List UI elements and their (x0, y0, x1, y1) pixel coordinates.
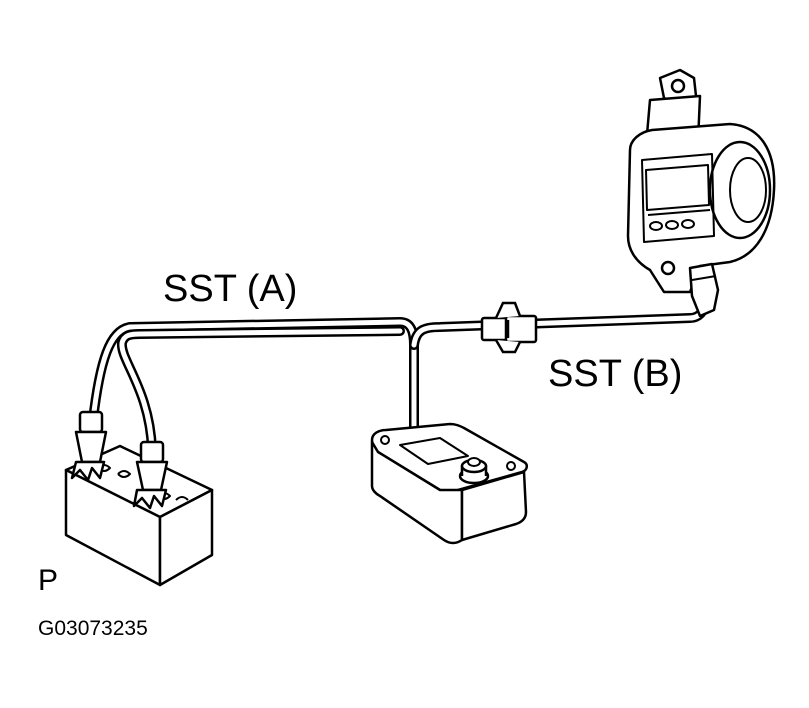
seat-belt-pretensioner-retractor (626, 68, 776, 318)
alligator-clip-negative (132, 440, 169, 510)
battery (64, 444, 214, 587)
activation-button (458, 457, 490, 485)
retractor-connector (688, 262, 720, 318)
tool-box-side (460, 470, 528, 542)
cable-branch-inner (119, 328, 403, 453)
p-label: P (38, 564, 59, 597)
battery-side (158, 488, 214, 587)
sst-b-label: SST (B) (548, 353, 683, 395)
alligator-clip-positive (70, 410, 108, 482)
cable-branch-outer (116, 326, 405, 455)
tool-box-panel (399, 437, 469, 465)
sst-a-label: SST (A) (163, 268, 298, 310)
deployment-tool-box (370, 422, 528, 545)
retractor-panel (641, 153, 715, 243)
cable-harness (88, 293, 713, 455)
figure-code-label: G03073235 (38, 617, 148, 640)
inline-connector (480, 301, 538, 354)
